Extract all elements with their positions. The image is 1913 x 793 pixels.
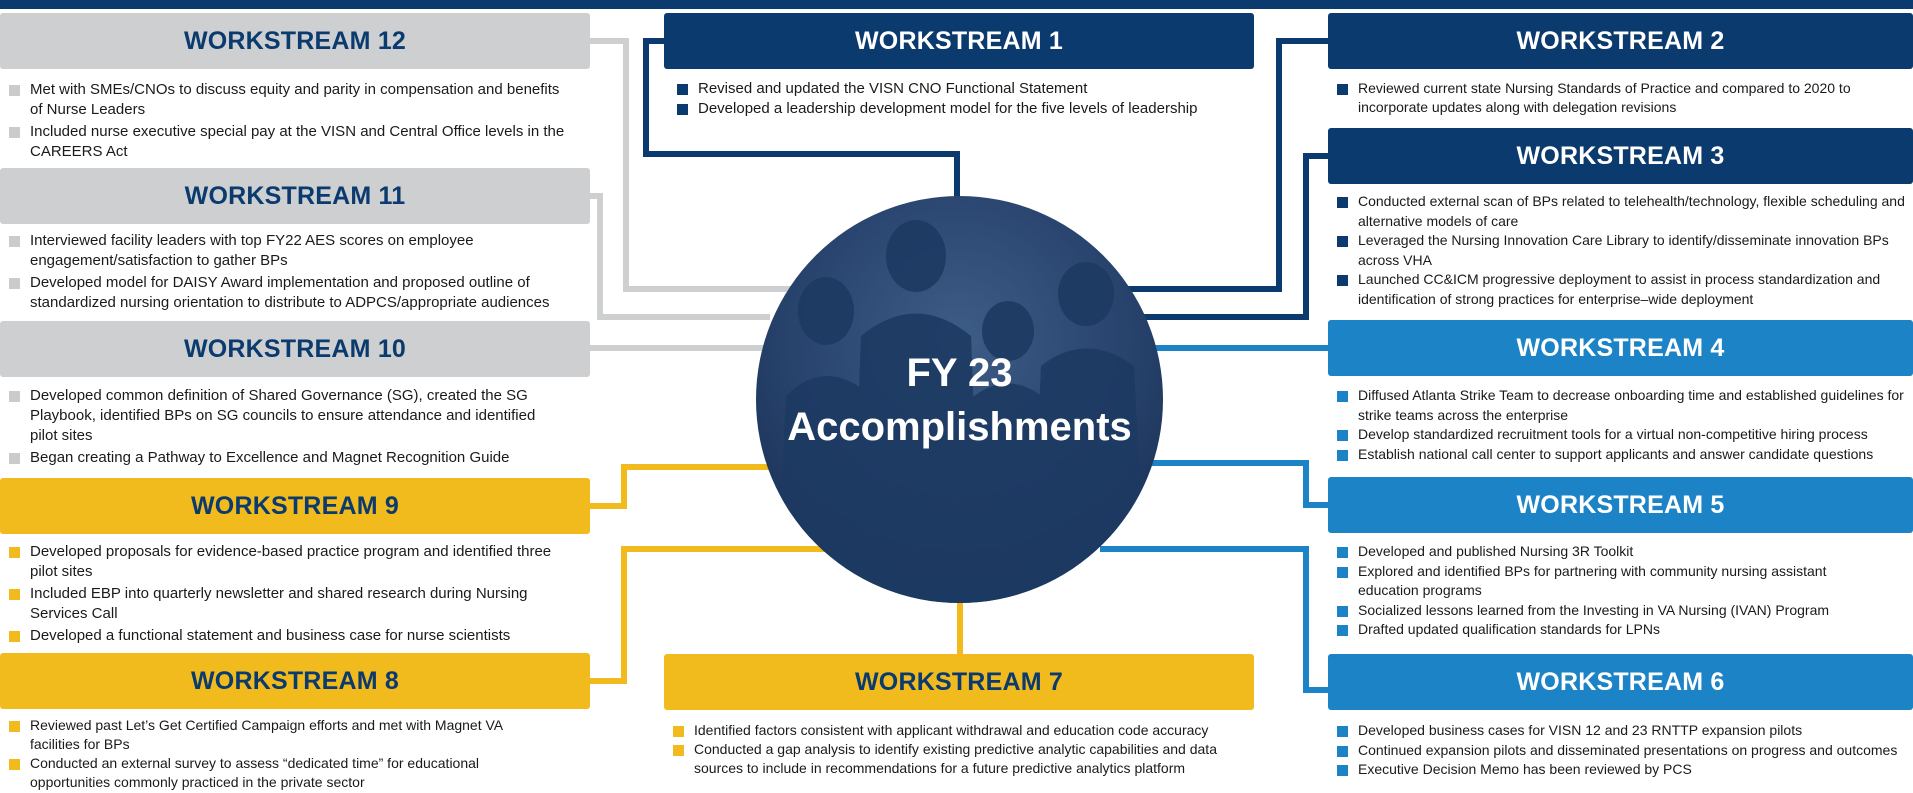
workstream-4-list: Diffused Atlanta Strike Team to decrease… (1328, 386, 1908, 464)
list-item: Establish national call center to suppor… (1328, 445, 1908, 465)
list-item: Developed a functional statement and bus… (0, 626, 575, 646)
list-item: Reviewed current state Nursing Standards… (1328, 79, 1908, 117)
workstream-12-list: Met with SMEs/CNOs to discuss equity and… (0, 80, 575, 162)
workstream-11-header: WORKSTREAM 11 (0, 168, 590, 224)
connector-ws1 (643, 38, 960, 200)
center-photo-circle: FY 23 Accomplishments (756, 196, 1163, 603)
workstream-1-list: Revised and updated the VISN CNO Functio… (668, 79, 1258, 119)
list-item: Leveraged the Nursing Innovation Care Li… (1328, 231, 1908, 270)
workstream-6-title: WORKSTREAM 6 (1516, 667, 1725, 696)
workstream-2-title: WORKSTREAM 2 (1516, 26, 1725, 55)
list-item: Met with SMEs/CNOs to discuss equity and… (0, 80, 575, 120)
workstream-12-title: WORKSTREAM 12 (183, 26, 407, 55)
list-item: Conducted a gap analysis to identify exi… (664, 740, 1254, 778)
workstream-6-list: Developed business cases for VISN 12 and… (1328, 721, 1913, 780)
workstream-6-header: WORKSTREAM 6 (1328, 654, 1913, 710)
list-item: Explored and identified BPs for partneri… (1328, 562, 1858, 601)
connector-ws11 (590, 193, 770, 320)
connector-ws8 (590, 546, 830, 684)
workstream-8-title: WORKSTREAM 8 (191, 666, 399, 695)
workstream-2-header: WORKSTREAM 2 (1328, 13, 1913, 69)
workstream-5-title: WORKSTREAM 5 (1516, 490, 1725, 519)
workstream-9-header: WORKSTREAM 9 (0, 478, 590, 534)
list-item: Identified factors consistent with appli… (664, 721, 1254, 740)
workstream-3-title: WORKSTREAM 3 (1516, 141, 1725, 170)
connector-ws3 (1140, 153, 1328, 320)
list-item: Developed common definition of Shared Go… (0, 386, 545, 446)
workstream-12-header: WORKSTREAM 12 (0, 13, 590, 69)
workstream-1-title: WORKSTREAM 1 (855, 26, 1063, 55)
workstream-4-title: WORKSTREAM 4 (1516, 333, 1725, 362)
list-item: Included nurse executive special pay at … (0, 122, 575, 162)
list-item: Developed and published Nursing 3R Toolk… (1328, 542, 1858, 562)
workstream-2-list: Reviewed current state Nursing Standards… (1328, 79, 1908, 117)
workstream-7-list: Identified factors consistent with appli… (664, 721, 1254, 778)
staff-photo-silhouettes (776, 220, 1146, 603)
center-title: FY 23 Accomplishments (756, 346, 1163, 454)
workstream-10-list: Developed common definition of Shared Go… (0, 386, 545, 468)
workstream-8-header: WORKSTREAM 8 (0, 653, 590, 709)
workstream-9-title: WORKSTREAM 9 (191, 491, 399, 520)
list-item: Developed business cases for VISN 12 and… (1328, 721, 1913, 741)
connector-ws12 (590, 38, 800, 292)
list-item: Continued expansion pilots and dissemina… (1328, 741, 1913, 761)
top-accent-bar (0, 0, 1913, 9)
list-item: Develop standardized recruitment tools f… (1328, 425, 1908, 445)
list-item: Conducted external scan of BPs related t… (1328, 192, 1908, 231)
list-item: Socialized lessons learned from the Inve… (1328, 601, 1858, 621)
list-item: Developed a leadership development model… (668, 99, 1258, 119)
workstream-7-header: WORKSTREAM 7 (664, 654, 1254, 710)
list-item: Executive Decision Memo has been reviewe… (1328, 760, 1913, 780)
list-item: Reviewed past Let’s Get Certified Campai… (0, 716, 505, 754)
list-item: Began creating a Pathway to Excellence a… (0, 448, 545, 468)
list-item: Interviewed facility leaders with top FY… (0, 231, 575, 271)
workstream-7-title: WORKSTREAM 7 (855, 667, 1063, 696)
center-title-line2: Accomplishments (787, 405, 1132, 449)
connector-ws5 (1150, 460, 1328, 508)
list-item: Launched CC&ICM progressive deployment t… (1328, 270, 1908, 309)
workstream-11-title: WORKSTREAM 11 (184, 181, 406, 210)
workstream-9-list: Developed proposals for evidence-based p… (0, 542, 575, 646)
list-item: Developed model for DAISY Award implemen… (0, 273, 575, 313)
connector-ws6 (1100, 546, 1328, 693)
connector-ws9 (590, 464, 780, 509)
list-item: Diffused Atlanta Strike Team to decrease… (1328, 386, 1908, 425)
workstream-5-list: Developed and published Nursing 3R Toolk… (1328, 542, 1858, 640)
workstream-3-header: WORKSTREAM 3 (1328, 128, 1913, 184)
list-item: Revised and updated the VISN CNO Functio… (668, 79, 1258, 99)
center-title-line1: FY 23 (906, 351, 1013, 395)
list-item: Conducted an external survey to assess “… (0, 754, 505, 792)
workstream-8-list: Reviewed past Let’s Get Certified Campai… (0, 716, 505, 792)
workstream-3-list: Conducted external scan of BPs related t… (1328, 192, 1908, 309)
list-item: Included EBP into quarterly newsletter a… (0, 584, 575, 624)
workstream-5-header: WORKSTREAM 5 (1328, 477, 1913, 533)
connector-ws2 (1110, 38, 1328, 292)
workstream-11-list: Interviewed facility leaders with top FY… (0, 231, 575, 313)
workstream-1-header: WORKSTREAM 1 (664, 13, 1254, 69)
list-item: Drafted updated qualification standards … (1328, 620, 1858, 640)
workstream-4-header: WORKSTREAM 4 (1328, 320, 1913, 376)
workstream-10-title: WORKSTREAM 10 (183, 334, 407, 363)
list-item: Developed proposals for evidence-based p… (0, 542, 575, 582)
workstream-10-header: WORKSTREAM 10 (0, 321, 590, 377)
